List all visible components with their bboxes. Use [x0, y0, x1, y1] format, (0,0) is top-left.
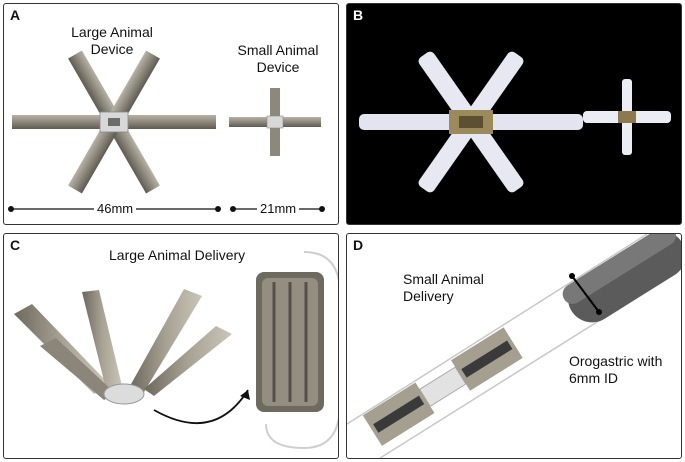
- panel-d: D Small Animal Delivery Orogastric with …: [346, 233, 682, 459]
- large-animal-device-caption: Large Animal Device: [71, 24, 153, 57]
- panel-c-label: C: [10, 237, 21, 253]
- small-device-render: [229, 88, 321, 156]
- small-animal-delivery-caption: Small Animal Delivery: [403, 271, 484, 304]
- panel-b-label: B: [353, 7, 364, 23]
- small-device-photo: [583, 79, 671, 155]
- folding-render-c: [14, 251, 338, 450]
- plunger: [562, 234, 681, 323]
- partially-folded-device: [14, 289, 232, 405]
- panel-a: A Large Animal Device Small Animal Devic…: [3, 3, 339, 225]
- large-animal-delivery-caption: Large Animal Delivery: [109, 247, 246, 263]
- panel-d-label: D: [353, 237, 364, 253]
- devices-photo-b: [359, 51, 671, 193]
- orogastric-tube-caption: Orogastric with 6mm ID: [569, 353, 663, 386]
- folded-small-device: [362, 327, 523, 446]
- panel-b: B: [346, 3, 682, 225]
- orogastric-render-d: [347, 234, 681, 458]
- panel-a-label: A: [10, 7, 21, 23]
- encapsulated-device: [256, 251, 338, 450]
- large-scale-label: 46mm: [94, 201, 137, 216]
- large-device-render: [12, 50, 216, 194]
- large-device-photo: [359, 51, 583, 193]
- id-measure-line: [571, 275, 600, 313]
- devices-render-a: [8, 50, 325, 212]
- delivery-arrow: [153, 389, 249, 424]
- small-scale-label: 21mm: [257, 201, 300, 216]
- panel-c: C Large Animal Delivery: [3, 233, 339, 459]
- small-animal-device-caption: Small Animal Device: [237, 42, 319, 75]
